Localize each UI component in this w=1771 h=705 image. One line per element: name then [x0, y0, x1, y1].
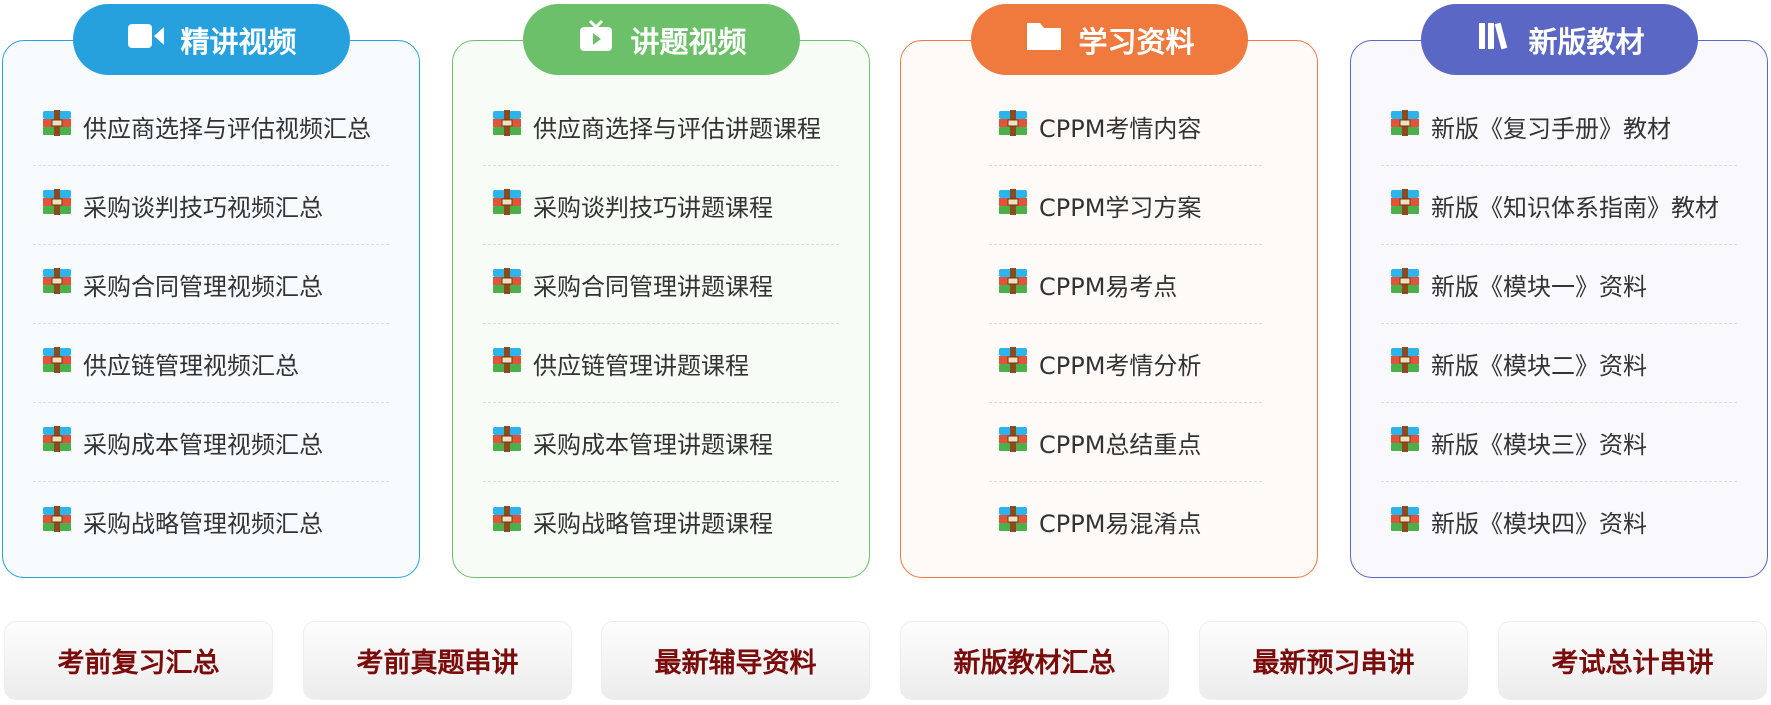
- column-header-2[interactable]: 学习资料: [971, 4, 1248, 75]
- list-item[interactable]: 采购战略管理讲题课程: [483, 482, 839, 561]
- archive-icon: [33, 110, 83, 142]
- list-item[interactable]: 采购谈判技巧视频汇总: [33, 166, 389, 245]
- item-label: 采购合同管理视频汇总: [83, 272, 323, 301]
- list-item[interactable]: 新版《模块一》资料: [1381, 245, 1737, 324]
- item-label: CPPM考情分析: [1039, 351, 1202, 380]
- archive-icon: [483, 189, 533, 221]
- item-label: 供应链管理视频汇总: [83, 351, 299, 380]
- list-item[interactable]: 新版《模块三》资料: [1381, 403, 1737, 482]
- column-title: 新版教材: [1528, 24, 1645, 59]
- archive-icon: [33, 426, 83, 458]
- item-label: 供应商选择与评估视频汇总: [83, 114, 371, 143]
- folder-icon: [1024, 19, 1064, 60]
- list-item[interactable]: CPPM学习方案: [989, 166, 1262, 245]
- list-item[interactable]: 供应链管理视频汇总: [33, 324, 389, 403]
- list-item[interactable]: 供应链管理讲题课程: [483, 324, 839, 403]
- archive-icon: [1381, 426, 1431, 458]
- video-camera-icon: [126, 19, 166, 60]
- list-item[interactable]: 新版《复习手册》教材: [1381, 87, 1737, 166]
- bottom-button[interactable]: 最新预习串讲: [1199, 621, 1468, 700]
- list-item[interactable]: 采购战略管理视频汇总: [33, 482, 389, 561]
- list-item[interactable]: CPPM易考点: [989, 245, 1262, 324]
- bottom-button[interactable]: 考前复习汇总: [4, 621, 273, 700]
- bottom-button[interactable]: 考前真题串讲: [303, 621, 572, 700]
- item-label: 新版《知识体系指南》教材: [1431, 193, 1719, 222]
- item-label: CPPM总结重点: [1039, 430, 1202, 459]
- item-label: 新版《模块二》资料: [1431, 351, 1647, 380]
- archive-icon: [483, 110, 533, 142]
- item-label: CPPM学习方案: [1039, 193, 1202, 222]
- item-label: 采购合同管理讲题课程: [533, 272, 773, 301]
- archive-icon: [483, 347, 533, 379]
- books-icon: [1474, 19, 1514, 60]
- archive-icon: [483, 268, 533, 300]
- item-label: 采购谈判技巧讲题课程: [533, 193, 773, 222]
- item-label: 采购成本管理视频汇总: [83, 430, 323, 459]
- archive-icon: [33, 505, 83, 538]
- card-3: 新版《复习手册》教材新版《知识体系指南》教材新版《模块一》资料新版《模块二》资料…: [1350, 40, 1768, 578]
- archive-icon: [989, 347, 1039, 379]
- item-label: 采购成本管理讲题课程: [533, 430, 773, 459]
- list-item[interactable]: 采购合同管理讲题课程: [483, 245, 839, 324]
- list-item[interactable]: 新版《知识体系指南》教材: [1381, 166, 1737, 245]
- archive-icon: [989, 110, 1039, 142]
- bottom-button[interactable]: 考试总计串讲: [1498, 621, 1767, 700]
- archive-icon: [989, 505, 1039, 538]
- item-label: CPPM考情内容: [1039, 114, 1202, 143]
- bottom-button[interactable]: 新版教材汇总: [900, 621, 1169, 700]
- item-label: 新版《模块四》资料: [1431, 510, 1647, 538]
- archive-icon: [1381, 347, 1431, 379]
- column-header-1[interactable]: 讲题视频: [523, 4, 800, 75]
- archive-icon: [33, 268, 83, 300]
- item-label: 新版《模块一》资料: [1431, 272, 1647, 301]
- column-header-3[interactable]: 新版教材: [1421, 4, 1698, 75]
- archive-icon: [33, 189, 83, 221]
- archive-icon: [1381, 505, 1431, 538]
- archive-icon: [989, 426, 1039, 458]
- card-0: 供应商选择与评估视频汇总采购谈判技巧视频汇总采购合同管理视频汇总供应链管理视频汇…: [2, 40, 420, 578]
- list-item[interactable]: 采购合同管理视频汇总: [33, 245, 389, 324]
- archive-icon: [989, 268, 1039, 300]
- list-item[interactable]: CPPM考情内容: [989, 87, 1262, 166]
- list-item[interactable]: CPPM易混淆点: [989, 482, 1262, 561]
- archive-icon: [989, 189, 1039, 221]
- list-item[interactable]: 供应商选择与评估视频汇总: [33, 87, 389, 166]
- list-item[interactable]: 采购谈判技巧讲题课程: [483, 166, 839, 245]
- column-header-0[interactable]: 精讲视频: [73, 4, 350, 75]
- list-item[interactable]: 新版《模块二》资料: [1381, 324, 1737, 403]
- item-label: CPPM易考点: [1039, 272, 1178, 301]
- item-label: 供应链管理讲题课程: [533, 351, 749, 380]
- item-label: 采购战略管理讲题课程: [533, 510, 773, 538]
- tv-icon: [576, 19, 616, 60]
- item-label: 采购谈判技巧视频汇总: [83, 193, 323, 222]
- item-label: CPPM易混淆点: [1039, 510, 1202, 538]
- item-label: 供应商选择与评估讲题课程: [533, 114, 821, 143]
- column-title: 讲题视频: [630, 24, 747, 59]
- item-label: 新版《模块三》资料: [1431, 430, 1647, 459]
- card-2: CPPM考情内容 CPPM学习方案 CPPM易考点 CPPM考情分析 CPPM总结重点 C…: [900, 40, 1318, 578]
- archive-icon: [1381, 268, 1431, 300]
- bottom-button[interactable]: 最新辅导资料: [601, 621, 870, 700]
- archive-icon: [483, 426, 533, 458]
- archive-icon: [1381, 189, 1431, 221]
- list-item[interactable]: CPPM总结重点: [989, 403, 1262, 482]
- archive-icon: [483, 505, 533, 538]
- item-label: 采购战略管理视频汇总: [83, 510, 323, 538]
- list-item[interactable]: 采购成本管理视频汇总: [33, 403, 389, 482]
- list-item[interactable]: CPPM考情分析: [989, 324, 1262, 403]
- card-1: 供应商选择与评估讲题课程采购谈判技巧讲题课程采购合同管理讲题课程供应链管理讲题课…: [452, 40, 870, 578]
- column-title: 学习资料: [1078, 24, 1195, 59]
- archive-icon: [1381, 110, 1431, 142]
- list-item[interactable]: 新版《模块四》资料: [1381, 482, 1737, 561]
- column-title: 精讲视频: [180, 24, 297, 59]
- list-item[interactable]: 供应商选择与评估讲题课程: [483, 87, 839, 166]
- archive-icon: [33, 347, 83, 379]
- item-label: 新版《复习手册》教材: [1431, 114, 1671, 143]
- list-item[interactable]: 采购成本管理讲题课程: [483, 403, 839, 482]
